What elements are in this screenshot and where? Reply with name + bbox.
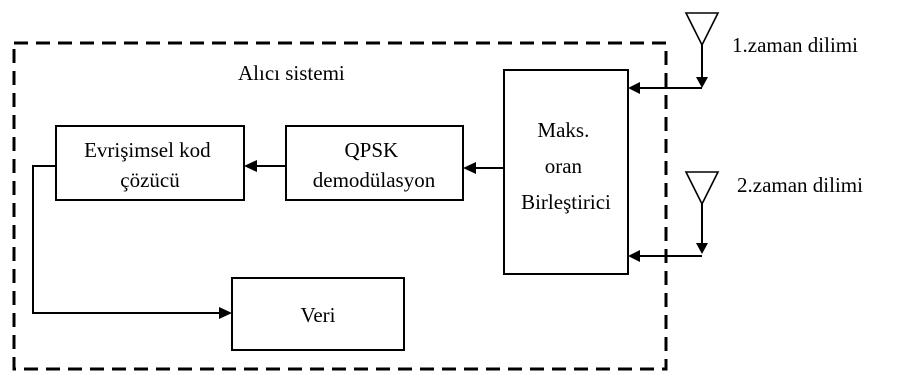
combiner-label-line-1: Maks. [537, 118, 589, 142]
antenna-2-icon [684, 171, 720, 206]
combiner-label-line-2: oran [545, 154, 583, 178]
data-label: Veri [301, 303, 336, 327]
antenna-1-label: 1.zaman dilimi [732, 33, 858, 57]
antenna-1 [684, 12, 720, 88]
combiner-label-line-3: Birleştirici [521, 190, 611, 214]
convolutional-decoder-block: Evrişimsel kod çözücü [55, 125, 245, 201]
svg-text:Veri: Veri [301, 303, 336, 327]
receiver-system-boundary [12, 41, 668, 371]
decoder-to-data-arrow [32, 165, 232, 319]
antenna-1-connection [628, 82, 702, 94]
antenna-1-icon [684, 12, 720, 47]
svg-text:QPSK demodülasyon: QPSK demodülasyon [313, 138, 436, 192]
data-box [231, 277, 405, 351]
decoder-label-line-2: çözücü [120, 168, 180, 192]
max-ratio-combiner-block: Maks. oran Birleştirici [503, 69, 629, 275]
antenna-2 [684, 171, 720, 254]
qpsk-label-line-1: QPSK [345, 138, 399, 162]
decoder-box [55, 125, 245, 201]
antenna-2-connection [628, 250, 702, 262]
qpsk-demodulation-block: QPSK demodülasyon [285, 125, 464, 201]
antenna-2-label: 2.zaman dilimi [737, 173, 863, 197]
svg-text:Maks. oran Birleşt: Maks. oran Birleştirici [521, 118, 611, 214]
combiner-box [503, 69, 629, 275]
svg-text:Evrişimsel kod çözücü: Evrişimsel kod çözücü [84, 138, 216, 192]
qpsk-label-line-2: demodülasyon [313, 168, 436, 192]
qpsk-to-decoder-arrow [244, 160, 286, 172]
qpsk-box [285, 125, 464, 201]
system-title: Alıcı sistemi [238, 61, 345, 85]
decoder-label-line-1: Evrişimsel kod [84, 138, 211, 162]
data-output-block: Veri [231, 277, 405, 351]
combiner-to-qpsk-arrow [463, 162, 504, 174]
